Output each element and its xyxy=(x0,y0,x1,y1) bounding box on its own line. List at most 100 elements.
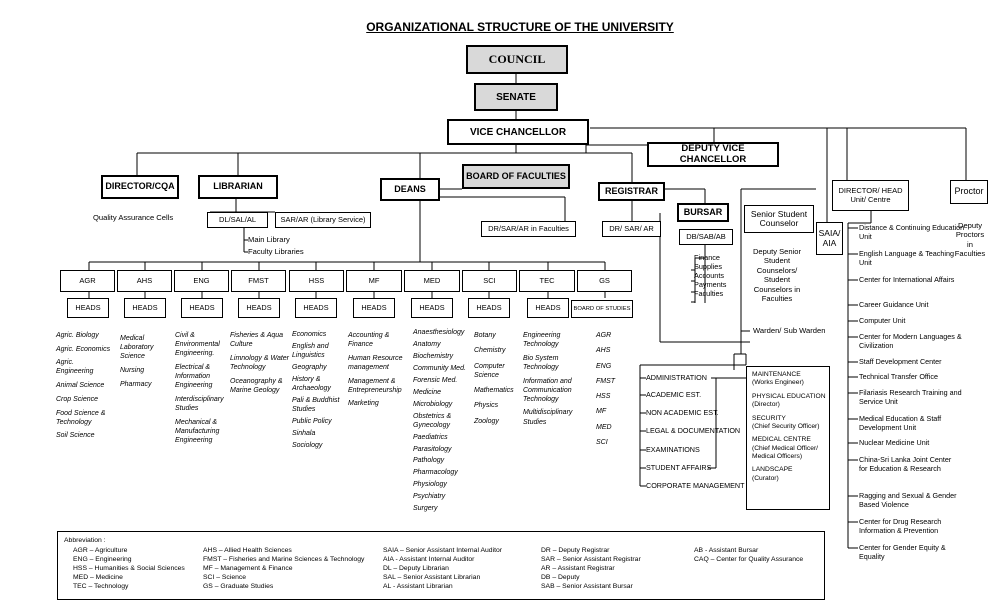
deputy-proctors-line: in xyxy=(967,239,973,249)
sci-departments: Botany Chemistry Computer Science Mathem… xyxy=(474,331,516,432)
heads-box-ahs: HEADS xyxy=(124,298,166,318)
abbreviation-entry: ENG – Engineering xyxy=(73,556,132,564)
centre-item: Computer Unit xyxy=(859,316,906,325)
centre-item: China-Sri Lanka Joint Center for Educati… xyxy=(859,455,952,473)
department-item: FMST xyxy=(596,377,616,385)
faculty-box-agr: AGR xyxy=(60,270,115,292)
heads-box-mf: HEADS xyxy=(353,298,395,318)
dir-head-line1: DIRECTOR/ HEAD xyxy=(838,186,903,196)
faculty-box-gs: GS xyxy=(577,270,632,292)
abbreviation-entry: DL – Deputy Librarian xyxy=(383,565,449,573)
department-item: Community Med. xyxy=(413,364,466,372)
department-item: Parasitology xyxy=(413,445,452,453)
department-item: Pharmacology xyxy=(413,469,458,477)
bursar-item: Payments xyxy=(694,279,727,289)
department-item: Physics xyxy=(474,402,499,410)
heads-box-agr: HEADS xyxy=(67,298,109,318)
board-of-studies-box: BOARD OF STUDIES xyxy=(571,300,633,318)
registrar-unit: ACADEMIC EST. xyxy=(646,390,702,399)
dir-head-line2: Unit/ Centre xyxy=(850,194,891,204)
abbreviation-col5: AB - Assistant Bursar CAQ – Center for Q… xyxy=(694,546,803,564)
abbreviation-entry: SAB – Senior Assistant Bursar xyxy=(541,583,633,591)
director-head-box: DIRECTOR/ HEAD Unit/ Centre xyxy=(832,180,909,211)
service-unit-title: PHYSICAL EDUCATION xyxy=(752,392,826,400)
registrar-unit: LEGAL & DOCUMENTATION xyxy=(646,426,741,435)
department-item: Psychiatry xyxy=(413,493,446,501)
deputy-proctors-list: Deputy Proctors in Faculties xyxy=(948,221,992,259)
department-item: Public Policy xyxy=(292,417,332,425)
service-unit: LANDSCAPE (Curator) xyxy=(752,466,829,483)
ssc-sub-list: Deputy Senior Student Counselors/ Studen… xyxy=(744,247,810,304)
agr-departments: Agric. Biology Agric. Economics Agric. E… xyxy=(56,331,112,445)
hss-departments: Economics English and Linguistics Geogra… xyxy=(292,331,342,453)
gs-board-list: AGR AHS ENG FMST HSS MF MED SCI xyxy=(596,331,626,453)
department-item: Agric. Biology xyxy=(56,332,99,339)
centre-item: Center for Gender Equity & Equality xyxy=(859,543,946,561)
ssc-line1: Senior Student xyxy=(750,208,808,219)
faculty-box-med: MED xyxy=(404,270,460,292)
abbreviation-entry: AB - Assistant Bursar xyxy=(694,547,759,554)
abbreviation-col4: DR – Deputy Registrar SAR – Senior Assis… xyxy=(541,546,641,591)
deputy-vice-chancellor-box: DEPUTY VICE CHANCELLOR xyxy=(647,142,779,167)
department-item: Limnology & Water Technology xyxy=(230,354,290,371)
abbreviation-entry: AHS – Allied Health Sciences xyxy=(203,547,292,554)
department-item: Accounting & Finance xyxy=(348,332,390,349)
department-item: Biochemistry xyxy=(413,352,454,360)
centre-item: Center for International Affairs xyxy=(859,275,955,284)
eng-departments: Civil & Environmental Engineering. Elect… xyxy=(175,331,229,449)
main-library-label: Main Library xyxy=(248,235,290,244)
centre-item: Career Guidance Unit xyxy=(859,300,929,309)
centre-item: Distance & Continuing Education Unit xyxy=(859,223,965,241)
abbreviation-entry: AGR – Agriculture xyxy=(73,547,128,554)
service-unit: SECURITY (Chief Security Officer) xyxy=(752,415,829,432)
centre-item: Nuclear Medicine Unit xyxy=(859,438,930,447)
service-units-box: MAINTENANCE (Works Engineer) PHYSICAL ED… xyxy=(746,366,830,510)
department-item: Geography xyxy=(292,363,327,371)
abbreviation-entry: GS – Graduate Studies xyxy=(203,583,274,591)
abbreviation-entry: MED – Medicine xyxy=(73,574,123,582)
department-item: Computer Science xyxy=(474,362,505,379)
registrar-unit: CORPORATE MANAGEMENT xyxy=(646,481,745,490)
department-item: Forensic Med. xyxy=(413,376,458,384)
department-item: Agric. Economics xyxy=(56,345,111,353)
department-item: Surgery xyxy=(413,505,438,513)
sar-ar-library-box: SAR/AR (Library Service) xyxy=(275,212,371,228)
faculty-box-tec: TEC xyxy=(519,270,575,292)
department-item: Chemistry xyxy=(474,347,506,355)
department-item: Zoology xyxy=(474,417,499,425)
director-cqa-box: DIRECTOR/CQA xyxy=(101,175,179,199)
faculty-box-hss: HSS xyxy=(289,270,344,292)
bursar-box: BURSAR xyxy=(677,203,729,222)
department-item: Mathematics xyxy=(474,386,514,394)
department-item: Sociology xyxy=(292,441,323,449)
abbreviation-entry: FMST – Fisheries and Marine Sciences & T… xyxy=(203,556,365,564)
ssc-sub-line: Counselors/ xyxy=(756,265,798,275)
page-title: ORGANIZATIONAL STRUCTURE OF THE UNIVERSI… xyxy=(366,20,674,34)
department-item: Medicine xyxy=(413,388,442,396)
department-item: Medical Laboratory Science xyxy=(120,335,154,361)
department-item: Mechanical & Manufacturing Engineering xyxy=(175,418,220,444)
dl-sal-al-box: DL/SAL/AL xyxy=(207,212,268,228)
department-item: Physiology xyxy=(413,481,447,489)
department-item: Paediatrics xyxy=(413,433,448,441)
department-item: Marketing xyxy=(348,400,379,408)
registrar-unit: NON ACADEMIC EST. xyxy=(646,408,719,417)
service-unit: MEDICAL CENTRE (Chief Medical Officer/ M… xyxy=(752,436,829,461)
centre-item: Filariasis Research Training and Service… xyxy=(859,388,962,406)
registrar-unit: ADMINISTRATION xyxy=(646,373,707,382)
service-unit-title: MEDICAL CENTRE xyxy=(752,436,811,444)
abbreviation-entry: SAR – Senior Assistant Registrar xyxy=(541,556,641,564)
department-item: Engineering Technology xyxy=(523,332,561,349)
deputy-proctors-line: Proctors xyxy=(955,230,985,240)
service-unit-title: LANDSCAPE xyxy=(752,466,793,474)
registrar-unit: STUDENT AFFAIRS xyxy=(646,463,712,472)
ssc-line2: Counselor xyxy=(759,218,799,228)
faculty-box-sci: SCI xyxy=(462,270,517,292)
abbreviation-entry: SAIA – Senior Assistant Internal Auditor xyxy=(383,547,503,554)
department-item: Oceanography & Marine Geology xyxy=(230,377,283,394)
faculty-box-mf: MF xyxy=(346,270,402,292)
med-departments: Anaesthesiology Anatomy Biochemistry Com… xyxy=(413,329,469,517)
service-unit-sub: (Director) xyxy=(752,401,780,409)
abbreviation-col1: AGR – Agriculture ENG – Engineering HSS … xyxy=(73,546,185,591)
deputy-proctors-line: Faculties xyxy=(954,249,986,259)
